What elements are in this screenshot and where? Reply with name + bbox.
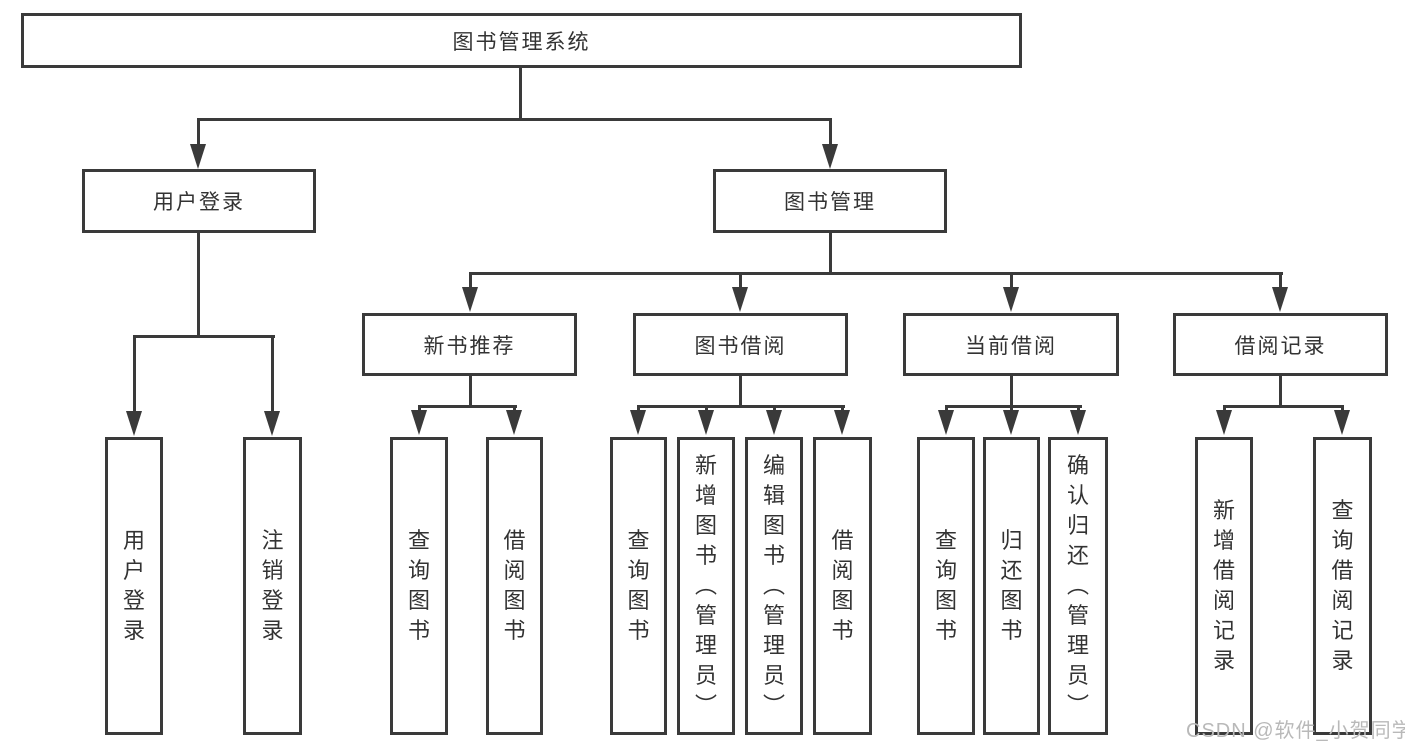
- connector-drop-user-login: [197, 118, 200, 146]
- connector-drop-add-record: [1223, 405, 1226, 412]
- connector-book-mgmt-horizontal: [469, 272, 1283, 275]
- connector-drop-borrow-rec: [513, 405, 516, 412]
- connector-drop-add-book: [705, 405, 708, 412]
- arrow-down-icon: [190, 144, 206, 169]
- arrow-down-icon: [834, 410, 850, 435]
- arrow-down-icon: [630, 410, 646, 435]
- connector-book-mgmt-stem: [829, 233, 832, 275]
- leaf-query-books-recommend: 查询图书: [390, 437, 448, 735]
- arrow-down-icon: [126, 411, 142, 436]
- arrow-down-icon: [1216, 410, 1232, 435]
- arrow-down-icon: [462, 287, 478, 312]
- leaf-add-books-admin: 新增图书︵管理员︶: [677, 437, 735, 735]
- leaf-query-borrow-record: 查询借阅记录: [1313, 437, 1372, 735]
- connector-drop-new-book-rec: [469, 272, 472, 290]
- csdn-watermark: CSDN @软件_小贺同学: [1186, 720, 1405, 742]
- connector-book-borrow-stem: [739, 376, 742, 408]
- arrow-down-icon: [264, 411, 280, 436]
- arrow-down-icon: [411, 410, 427, 435]
- leaf-add-borrow-record: 新增借阅记录: [1195, 437, 1253, 735]
- leaf-logout: 注销登录: [243, 437, 302, 735]
- connector-drop-current-borrow: [1010, 272, 1013, 290]
- connector-drop-borrow-record: [1279, 272, 1282, 290]
- arrow-down-icon: [1334, 410, 1350, 435]
- arrow-down-icon: [766, 410, 782, 435]
- node-root-system: 图书管理系统: [21, 13, 1022, 68]
- arrow-down-icon: [506, 410, 522, 435]
- connector-current-borrow-stem: [1010, 376, 1013, 408]
- leaf-return-books: 归还图书: [983, 437, 1040, 735]
- arrow-down-icon: [822, 144, 838, 169]
- connector-drop-query-borrow: [637, 405, 640, 412]
- connector-drop-query-rec: [418, 405, 421, 412]
- arrow-down-icon: [1272, 287, 1288, 312]
- node-borrowing-records: 借阅记录: [1173, 313, 1388, 376]
- arrow-down-icon: [1003, 287, 1019, 312]
- connector-drop-query-current: [945, 405, 948, 412]
- arrow-down-icon: [732, 287, 748, 312]
- connector-new-book-rec-stem: [469, 376, 472, 408]
- connector-drop-book-mgmt: [829, 118, 832, 146]
- connector-new-book-rec-horizontal: [418, 405, 517, 408]
- node-book-management: 图书管理: [713, 169, 947, 233]
- arrow-down-icon: [938, 410, 954, 435]
- node-user-login: 用户登录: [82, 169, 316, 233]
- node-new-book-recommend: 新书推荐: [362, 313, 577, 376]
- arrow-down-icon: [1070, 410, 1086, 435]
- leaf-edit-books-admin: 编辑图书︵管理员︶: [745, 437, 803, 735]
- leaf-user-login: 用户登录: [105, 437, 163, 735]
- leaf-confirm-return-admin: 确认归还︵管理员︶: [1048, 437, 1108, 735]
- connector-drop-edit-book: [773, 405, 776, 412]
- connector-borrow-record-horizontal: [1223, 405, 1344, 408]
- connector-root-stem: [519, 68, 522, 120]
- leaf-borrow-books-borrowing: 借阅图书: [813, 437, 872, 735]
- leaf-query-books-current: 查询图书: [917, 437, 975, 735]
- connector-drop-return-book: [1010, 405, 1013, 412]
- connector-drop-leaf-logout: [271, 335, 274, 413]
- connector-user-login-horizontal: [133, 335, 275, 338]
- arrow-down-icon: [1003, 410, 1019, 435]
- connector-drop-leaf-user-login: [133, 335, 136, 413]
- node-current-borrowing: 当前借阅: [903, 313, 1119, 376]
- leaf-borrow-books-recommend: 借阅图书: [486, 437, 543, 735]
- node-book-borrowing: 图书借阅: [633, 313, 848, 376]
- connector-borrow-record-stem: [1279, 376, 1282, 408]
- connector-user-login-stem: [197, 233, 200, 337]
- connector-drop-book-borrow: [739, 272, 742, 290]
- connector-book-borrow-horizontal: [637, 405, 845, 408]
- connector-drop-confirm-return: [1077, 405, 1080, 412]
- connector-current-borrow-horizontal: [945, 405, 1082, 408]
- connector-drop-borrow-book: [841, 405, 844, 412]
- leaf-query-books-borrowing: 查询图书: [610, 437, 667, 735]
- connector-drop-query-record: [1341, 405, 1344, 412]
- arrow-down-icon: [698, 410, 714, 435]
- connector-root-horizontal: [197, 118, 832, 121]
